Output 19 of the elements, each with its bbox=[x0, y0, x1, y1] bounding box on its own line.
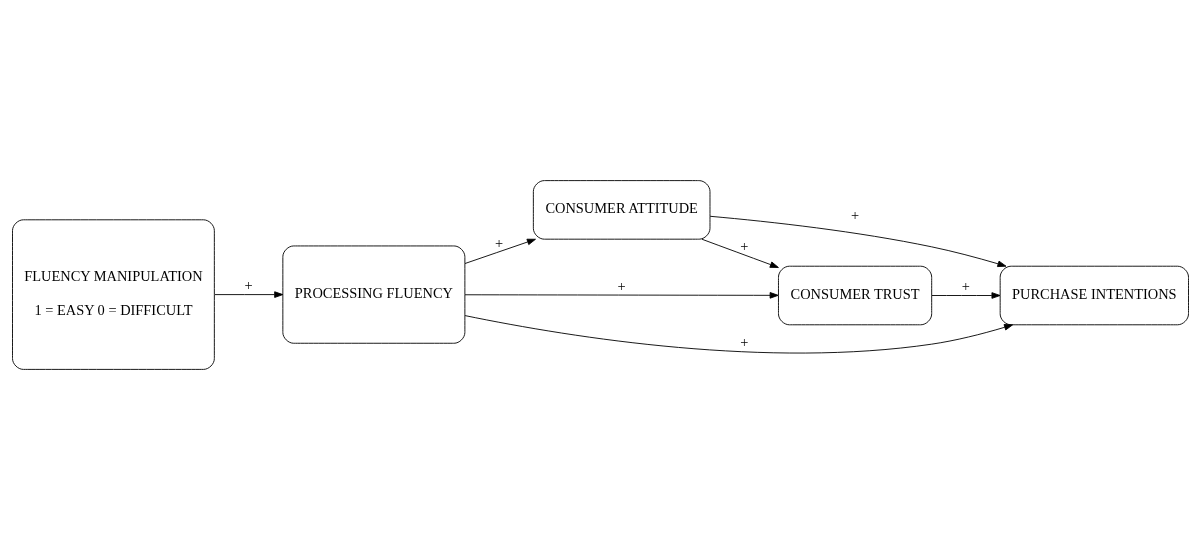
edge-label: + bbox=[961, 277, 970, 294]
arrow bbox=[464, 238, 536, 264]
arrow bbox=[464, 315, 1014, 354]
edge-label: + bbox=[740, 238, 749, 255]
edge-label: + bbox=[617, 277, 626, 294]
node-box: FLUENCY MANIPULATION 1 = EASY 0 = DIFFICULT bbox=[12, 219, 215, 370]
edge-label: + bbox=[740, 333, 749, 350]
edge-label: + bbox=[495, 234, 504, 251]
edge-label: + bbox=[244, 276, 253, 293]
arrow bbox=[709, 215, 1007, 268]
node-box: CONSUMER TRUST bbox=[778, 265, 933, 326]
node-box: CONSUMER ATTITUDE bbox=[532, 180, 711, 240]
node-box: PURCHASE INTENTIONS bbox=[999, 265, 1189, 326]
arrow bbox=[931, 292, 1001, 299]
arrow bbox=[701, 238, 779, 268]
arrow bbox=[214, 291, 284, 298]
node-box: PROCESSING FLUENCY bbox=[282, 245, 466, 344]
arrow bbox=[464, 292, 779, 299]
edge-label: + bbox=[851, 206, 860, 223]
